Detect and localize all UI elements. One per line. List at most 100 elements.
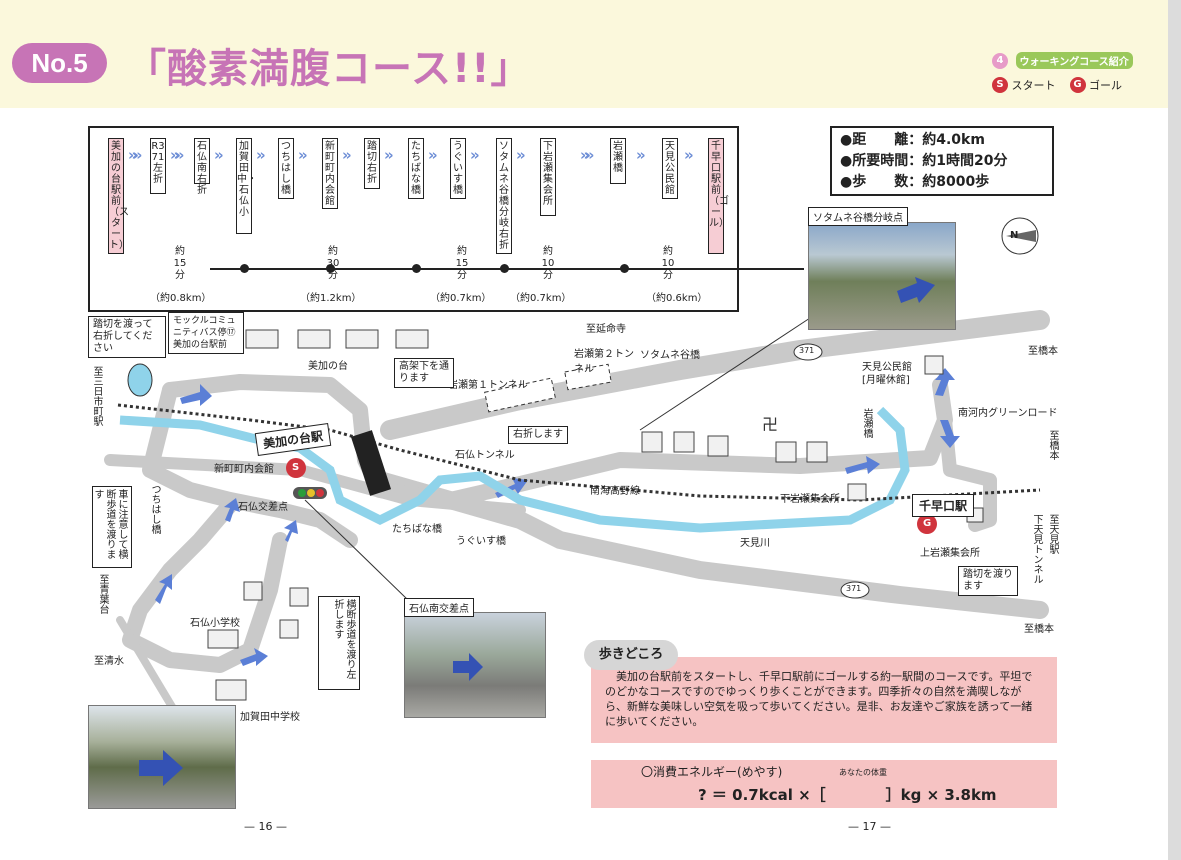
route-arrow [845,456,880,474]
distance-label: （約0.6km） [646,293,708,304]
label-kiyomizu: 至清水 [94,656,124,667]
label-nankai: 南海高野線 [590,486,640,497]
callout-fumikiri-2: 踏切を渡ります [958,566,1018,596]
railway [117,403,1041,502]
sotamune-photo-caption: ソタムネ谷橋分岐点 [808,207,908,226]
label-iwase1: 岩瀬第１トンネル [448,380,528,391]
route-stop: 下岩瀬集会所 [540,138,556,216]
route-stop-goal: 千早口駅前（ゴール） [708,138,729,254]
walking-road-main [162,374,953,508]
route-chevron-icon: » [428,146,437,164]
start-area-photo [88,705,236,809]
overpass [350,430,392,496]
weight-label: あなたの体重 [839,768,887,777]
temple-icon: 卍 [762,415,778,434]
goal-marker [917,514,937,534]
house-icon [707,435,729,457]
label-hashimoto-3: 至橋本 [1024,624,1054,635]
section-legend: 4 ウォーキングコース紹介 S スタート G ゴール [992,52,1133,93]
school-icon [207,629,239,649]
label-iwase-bridge: 岩瀬橋 [861,408,872,438]
callout-bus-stop: モックルコミュニティバス停⑰美加の台駅前 [168,312,244,354]
summary-steps: ●歩 数：約8000歩 [840,174,990,190]
route-arrow [935,368,955,396]
route-chevron-icon: » [342,146,351,164]
route-stop-start: 美加の台駅前（スタート） [108,138,129,254]
label-mikkaichi: 至三日市町駅 [91,366,102,426]
energy-formula: ? ＝ 0.7kcal ×［ ］kg × 3.8km [698,786,997,804]
callout-fumikiri: 踏切を渡って右折してください [88,316,166,358]
energy-box: 〇消費エネルギー(めやす) あなたの体重 ? ＝ 0.7kcal ×［ ］kg … [591,760,1057,808]
road-371-south [371,471,1049,619]
route-chevron-icon: » [384,146,393,164]
timeline-dot [620,264,629,273]
label-iwase2: 岩瀬第２トンネル [574,349,634,375]
house-icon [641,431,663,453]
ishibotoke-photo [404,612,546,718]
timeline-dot [412,264,421,273]
start-legend-label: スタート [1011,79,1056,92]
route-chevron-icon: » [214,146,223,164]
school-icon [215,679,247,701]
label-amami-station: 至天見駅 [1047,514,1058,554]
compass-north: N [1010,230,1019,241]
label-shimoiwase: 下岩瀬集会所 [780,494,840,505]
route-chevron-icon: » [684,146,693,164]
energy-title: 〇消費エネルギー(めやす) [641,765,783,779]
start-marker-label: S [292,462,300,473]
course-number-badge: No.5 [12,43,107,83]
route-stop: 新町町内会館 [322,138,338,209]
building-icon [395,329,429,349]
start-legend-mark: S [992,77,1008,93]
goal-legend-label: ゴール [1089,79,1122,92]
page-header: No.5 「酸素満腹コース!!」 4 ウォーキングコース紹介 S スタート G … [0,0,1181,108]
route-stop: ソタムネ谷橋分岐右折 [496,138,512,254]
house-icon [243,581,263,601]
road-371-north [380,310,1050,440]
route-arrow [240,648,268,666]
goal-legend-mark: G [1069,77,1086,93]
page-number-right: — 17 — [848,820,891,833]
label-tsuchihashi: つちはし橋 [149,484,160,534]
route-arrow [180,384,212,406]
label-kamiiwase: 上岩瀬集会所 [920,548,980,559]
route-stop: 踏切右折 [364,138,380,189]
route-371-label: 371 [846,584,862,593]
route-chevron-icon: » [298,146,307,164]
start-marker [286,458,306,478]
route-chevron-icon: » [636,146,645,164]
page-number-left: — 16 — [244,820,287,833]
label-hashimoto-1: 至橋本 [1028,346,1058,357]
photo-connector [639,317,811,431]
route-chevron-icon: »» [580,146,595,164]
label-shinmachi: 新町町内会館 [214,464,274,475]
label-kagata-school: 加賀田中学校 [240,712,300,723]
route-timeline: 美加の台駅前（スタート） »» R371左折 »» 石仏南右折 » 加賀田中・石… [88,126,804,312]
route-chevron-icon: » [470,146,479,164]
walking-road-south [122,497,288,673]
goal-marker-label: G [923,518,932,529]
label-amami-komin: 天見公民館 [862,362,912,373]
label-sotamune: ソタムネ谷橋 [640,350,700,361]
walking-road-west [142,382,358,548]
label-uguisu: うぐいす橋 [456,536,506,547]
walk-highlights-tab: 歩きどころ [584,640,678,670]
label-mikanodai: 美加の台 [308,361,348,372]
callout-koka: 高架下を通ります [394,358,454,388]
label-tachibana: たちばな橋 [392,524,442,535]
sotamune-photo [808,222,956,330]
route-arrow [155,574,172,604]
route-arrow [284,520,298,542]
house-icon [279,619,299,639]
summary-distance: ●距 離：約4.0km [840,132,985,148]
timeline-dot [240,264,249,273]
walk-highlights-box: 美加の台駅前をスタートし、千早口駅前にゴールする約一駅間のコースです。平坦でのど… [591,657,1057,743]
distance-label: （約1.2km） [300,293,362,304]
label-aomi: 至青葉台 [97,574,108,614]
chihayaguchi-station-label: 千早口駅 [912,494,975,517]
label-shimo-tunnel: 下天見トンネル [1031,514,1042,584]
route-chevron-icon: »» [128,146,143,164]
section-label: ウォーキングコース紹介 [1015,52,1133,69]
